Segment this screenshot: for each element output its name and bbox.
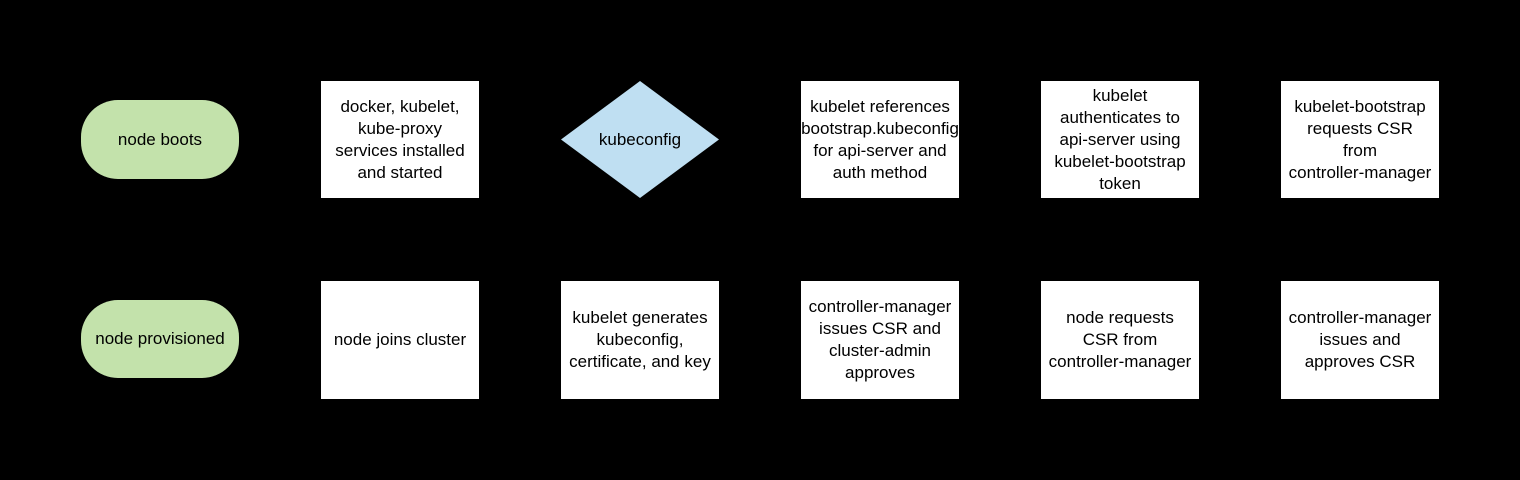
node-label: kubelet generates kubeconfig, certificat…: [569, 308, 711, 371]
node-label: kubelet authenticates to api-server usin…: [1054, 85, 1186, 193]
decision-kubeconfig-diamond: kubeconfig: [561, 81, 719, 198]
node-label: node boots: [117, 129, 203, 149]
process-kubelet-generates-kubeconfig: kubelet generates kubeconfig, certificat…: [561, 281, 719, 399]
node-label: kubelet-bootstrap requests CSR from cont…: [1288, 96, 1432, 182]
terminator-node-provisioned: node provisioned: [81, 300, 239, 378]
node-label: node requests CSR from controller-manage…: [1048, 308, 1192, 371]
process-node-joins-cluster: node joins cluster: [321, 281, 479, 399]
node-label: controller-manager issues and approves C…: [1288, 308, 1432, 371]
node-label: kubelet references bootstrap.kubeconfig …: [801, 96, 959, 182]
process-kubelet-references-bootstrap-kubeconfig: kubelet references bootstrap.kubeconfig …: [801, 81, 959, 198]
node-label: kubeconfig: [598, 129, 682, 149]
terminator-node-boots: node boots: [81, 100, 239, 179]
node-label: node joins cluster: [333, 330, 467, 349]
process-services-installed: docker, kubelet, kube-proxy services ins…: [321, 81, 479, 198]
process-cm-issues-csr-admin-approves: controller-manager issues CSR and cluste…: [801, 281, 959, 399]
process-cm-issues-and-approves-csr: controller-manager issues and approves C…: [1281, 281, 1439, 399]
node-label: docker, kubelet, kube-proxy services ins…: [335, 96, 465, 182]
node-label: controller-manager issues CSR and cluste…: [808, 297, 952, 382]
node-label: node provisioned: [95, 329, 225, 348]
process-kubelet-authenticates: kubelet authenticates to api-server usin…: [1041, 81, 1199, 198]
process-kubelet-bootstrap-requests-csr: kubelet-bootstrap requests CSR from cont…: [1281, 81, 1439, 198]
process-node-requests-csr: node requests CSR from controller-manage…: [1041, 281, 1199, 399]
